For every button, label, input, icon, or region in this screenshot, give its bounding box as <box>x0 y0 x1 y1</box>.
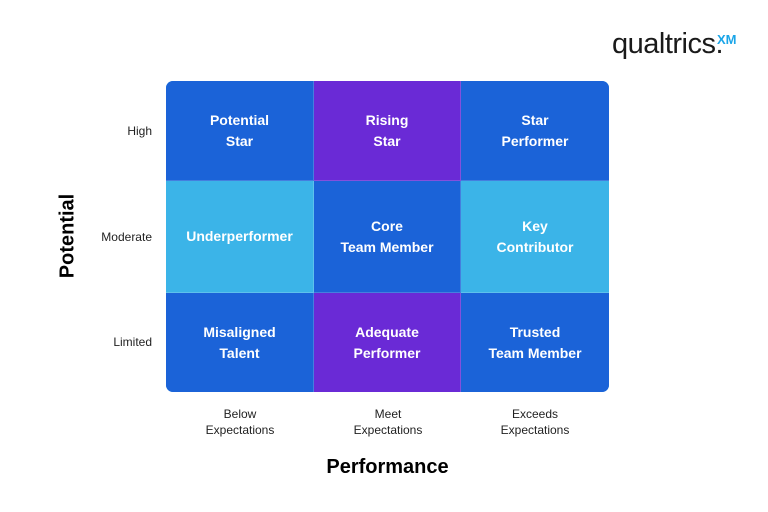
column-label-below-expectations: Below Expectations <box>205 407 275 437</box>
column-label-meet-expectations: Meet Expectations <box>353 407 423 437</box>
row-label-moderate: Moderate <box>101 230 152 244</box>
cell-key-contributor: Key Contributor <box>461 181 609 293</box>
logo-xm-mark: XM <box>717 32 737 47</box>
cell-adequate-performer: Adequate Performer <box>314 293 461 392</box>
qualtrics-logo: qualtrics. XM <box>612 28 737 60</box>
column-label-exceeds-expectations: Exceeds Expectations <box>500 407 570 437</box>
cell-rising-star: Rising Star <box>314 81 461 181</box>
cell-potential-star: Potential Star <box>166 81 314 181</box>
row-label-limited: Limited <box>113 335 152 349</box>
cell-core-team-member: Core Team Member <box>314 181 461 293</box>
cell-star-performer: Star Performer <box>461 81 609 181</box>
cell-underperformer: Underperformer <box>166 181 314 293</box>
nine-box-grid: Potential Star Rising Star Star Performe… <box>166 81 609 392</box>
cell-trusted-team-member: Trusted Team Member <box>461 293 609 392</box>
logo-text: qualtrics. <box>612 28 724 60</box>
x-axis-title: Performance <box>326 456 449 478</box>
cell-misaligned-talent: Misaligned Talent <box>166 293 314 392</box>
row-label-high: High <box>127 124 152 138</box>
